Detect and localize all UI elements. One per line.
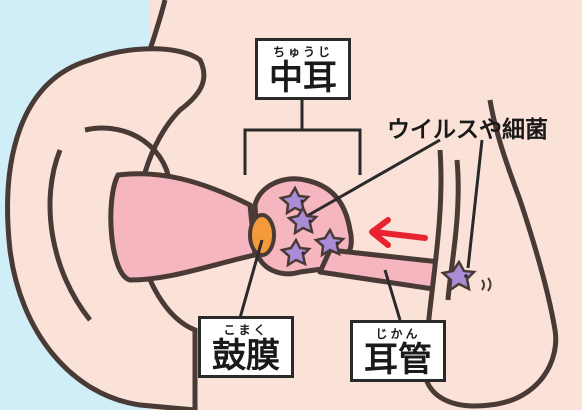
eardrum-ruby: こまく (201, 323, 291, 337)
label-germs: ウイルスや細菌 (387, 110, 548, 144)
middle-ear-ruby: ちゅうじ (258, 45, 348, 59)
eustachian-tube-text: 耳管 (353, 341, 443, 379)
middle-ear-text: 中耳 (258, 59, 348, 97)
label-middle-ear: ちゅうじ 中耳 (255, 38, 351, 100)
eustachian-tube-ruby: じかん (353, 327, 443, 341)
label-eustachian-tube: じかん 耳管 (350, 320, 446, 382)
eardrum (250, 215, 274, 255)
label-eardrum: こまく 鼓膜 (198, 316, 294, 378)
eardrum-text: 鼓膜 (201, 337, 291, 375)
